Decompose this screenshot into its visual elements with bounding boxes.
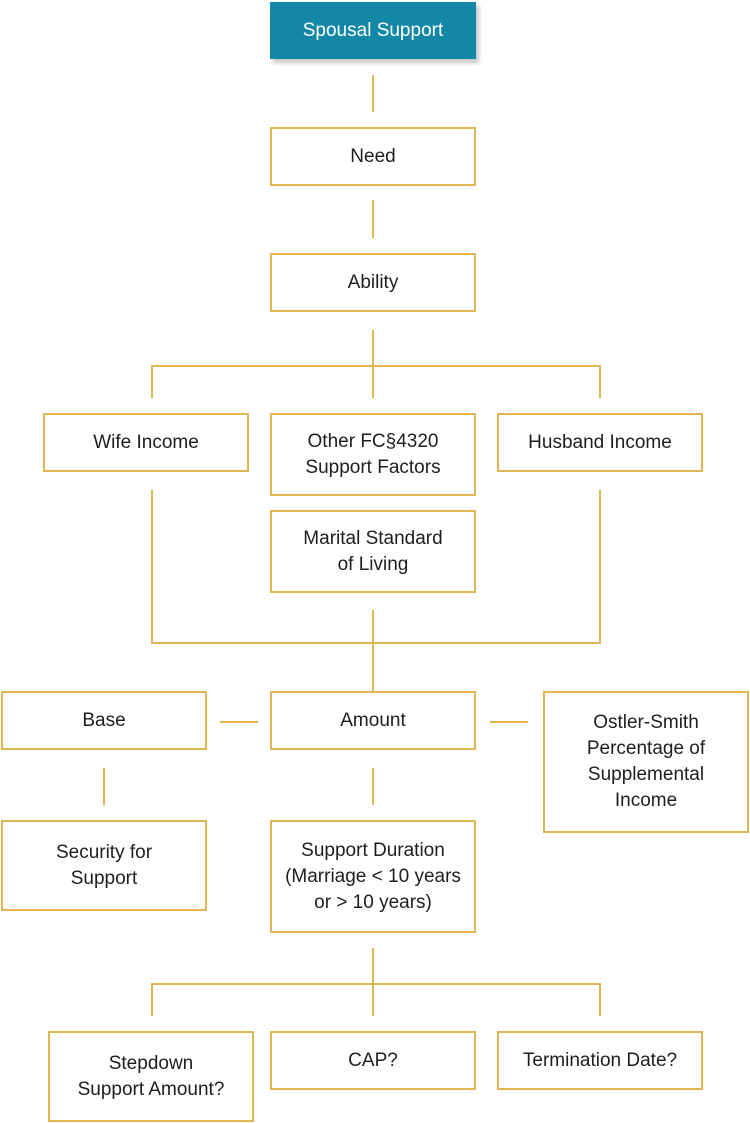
node-stepdown: Stepdown Support Amount? bbox=[48, 1031, 254, 1122]
node-wife-income: Wife Income bbox=[43, 413, 249, 472]
node-label: Marital Standard bbox=[303, 527, 443, 549]
node-security: Security for Support bbox=[1, 820, 207, 911]
node-termination: Termination Date? bbox=[497, 1031, 703, 1090]
node-marital-standard: Marital Standard of Living bbox=[270, 510, 476, 593]
node-label: Support Factors bbox=[305, 456, 441, 478]
node-label: Supplemental bbox=[587, 764, 705, 785]
node-label: Base bbox=[82, 709, 126, 731]
node-label: CAP? bbox=[348, 1049, 398, 1071]
node-label: Support Duration bbox=[301, 839, 445, 861]
node-label: Support bbox=[70, 867, 138, 889]
connector-duration-branch bbox=[151, 983, 601, 1016]
node-label: Termination Date? bbox=[522, 1049, 678, 1071]
node-label: or > 10 years) bbox=[314, 891, 432, 913]
node-label: Security for bbox=[55, 841, 153, 863]
node-cap: CAP? bbox=[270, 1031, 476, 1090]
node-support-duration: Support Duration (Marriage < 10 years or… bbox=[270, 820, 476, 933]
node-label: Husband Income bbox=[528, 431, 672, 453]
node-amount: Amount bbox=[270, 691, 476, 750]
node-label: Amount bbox=[340, 709, 406, 731]
node-ability: Ability bbox=[270, 253, 476, 312]
node-other-factors: Other FC§4320 Support Factors bbox=[270, 413, 476, 496]
node-label: Wife Income bbox=[93, 431, 199, 453]
node-need: Need bbox=[270, 127, 476, 186]
connector-ability-branch bbox=[151, 365, 601, 398]
node-label: Percentage of bbox=[586, 738, 706, 759]
node-label: of Living bbox=[337, 553, 409, 575]
node-label: Stepdown bbox=[108, 1052, 194, 1074]
node-label: (Marriage < 10 years bbox=[285, 865, 461, 887]
node-label: Ostler-Smith bbox=[593, 712, 699, 733]
node-husband-income: Husband Income bbox=[497, 413, 703, 472]
node-label: Income bbox=[614, 790, 678, 811]
node-label: Other FC§4320 bbox=[307, 430, 439, 452]
node-spousal-support: Spousal Support bbox=[270, 2, 476, 59]
node-base: Base bbox=[1, 691, 207, 750]
node-ostler-smith: Ostler-Smith Percentage of Supplemental … bbox=[543, 691, 749, 833]
node-label: Need bbox=[350, 145, 396, 167]
node-label: Support Amount? bbox=[77, 1078, 225, 1100]
node-label: Ability bbox=[347, 271, 399, 293]
node-label: Spousal Support bbox=[302, 19, 444, 41]
